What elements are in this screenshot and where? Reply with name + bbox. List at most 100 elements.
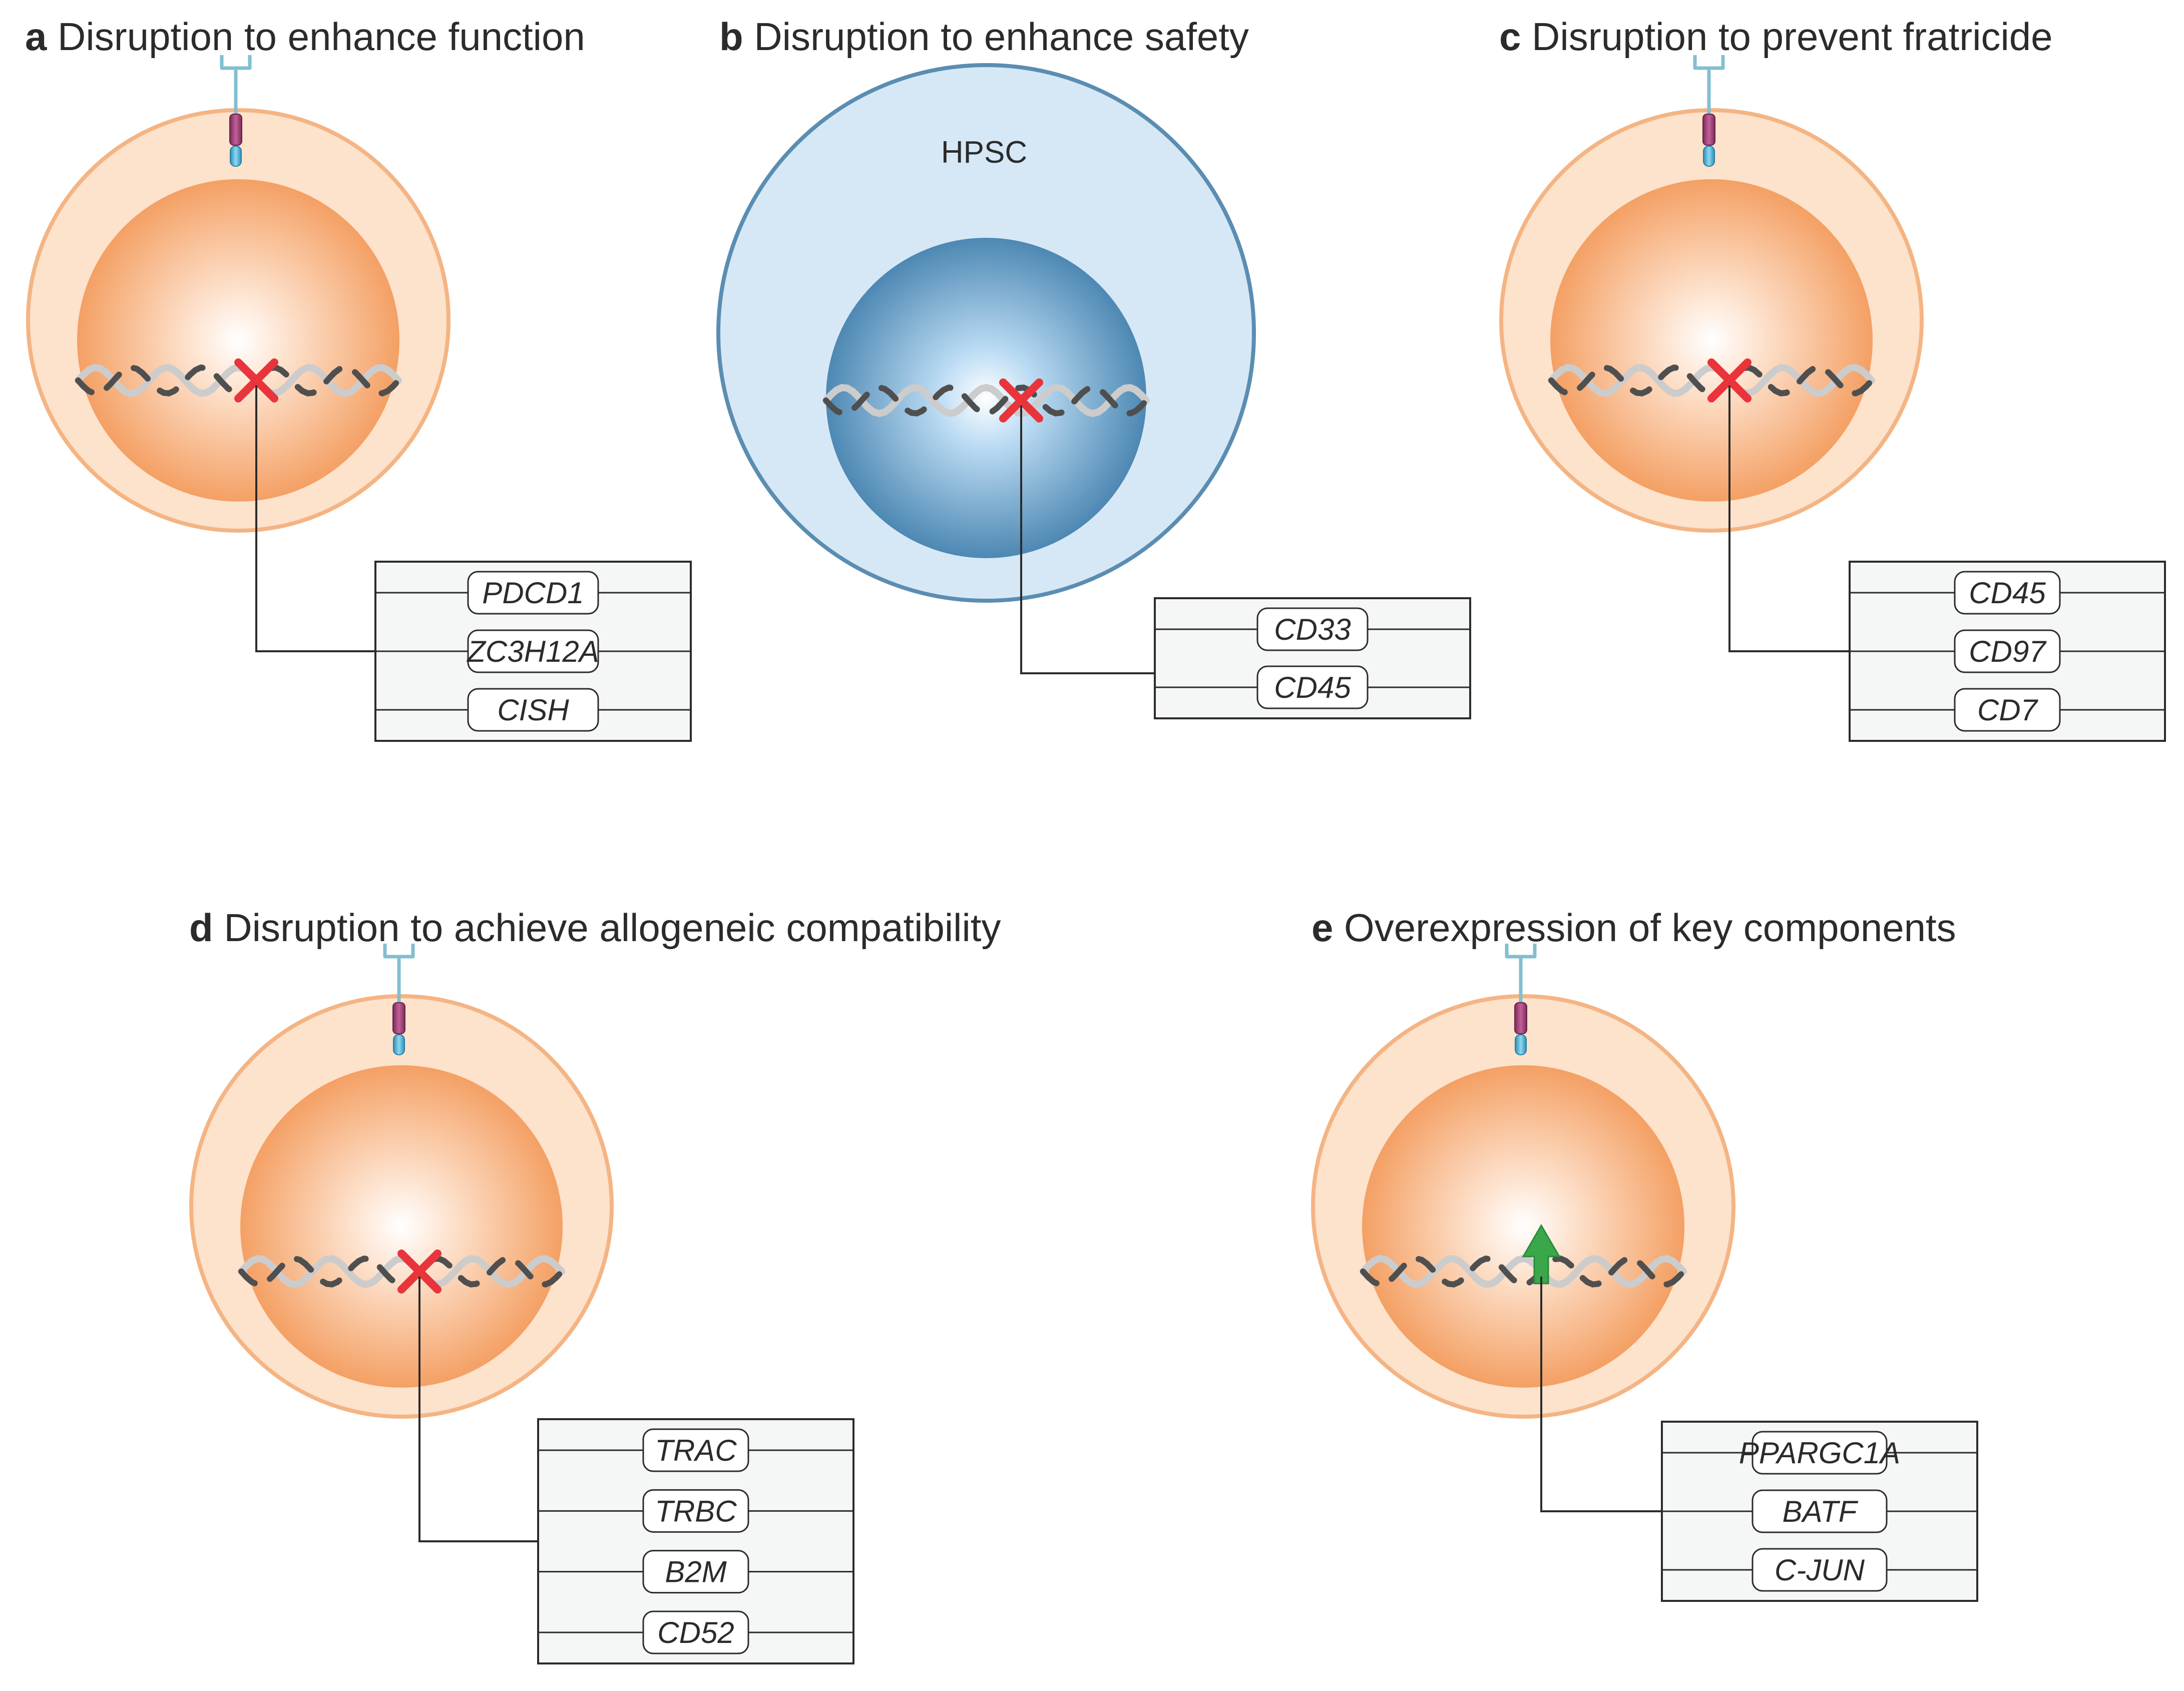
panel-letter: d xyxy=(189,906,213,950)
gene-label: CD7 xyxy=(1977,693,2039,727)
connector-line xyxy=(255,385,375,652)
panel-c: c Disruption to prevent fratricideCD45CD… xyxy=(1499,15,2166,742)
gene-row: CD45 xyxy=(1850,571,2165,615)
dna-strand-dark xyxy=(238,1255,565,1288)
gene-row: CISH xyxy=(375,688,691,732)
gene-row: BATF xyxy=(1662,1489,1977,1533)
receptor-body xyxy=(229,114,242,146)
receptor-icon xyxy=(1505,944,1537,1055)
gene-list-box: TRAC TRBC B2M CD52 xyxy=(537,1418,854,1664)
gene-pill xyxy=(467,688,599,732)
panel-title-text: Disruption to enhance safety xyxy=(743,15,1249,59)
gene-row: CD7 xyxy=(1850,688,2165,732)
gene-row: TRBC xyxy=(538,1489,853,1533)
gene-label: CD33 xyxy=(1274,613,1351,646)
gene-pill xyxy=(467,629,599,673)
disruption-cross-icon xyxy=(999,378,1043,422)
disruption-cross-icon xyxy=(397,1249,442,1294)
dna-strand-dark xyxy=(823,384,1149,417)
panel-b: b Disruption to enhance safetyHPSCCD33CD… xyxy=(716,15,1471,719)
gene-row: CD33 xyxy=(1155,607,1470,651)
cell-nucleus xyxy=(240,1065,563,1388)
cell-nucleus xyxy=(826,238,1146,558)
gene-pill xyxy=(642,1489,749,1533)
gene-pill xyxy=(1256,607,1369,651)
gene-label: CD97 xyxy=(1969,635,2047,668)
gene-pill xyxy=(1752,1548,1888,1592)
gene-pill xyxy=(1954,571,2061,615)
gene-row: PPARGC1A xyxy=(1662,1431,1977,1475)
panel-letter: b xyxy=(719,15,743,59)
dna-strand-light xyxy=(822,383,1150,417)
cross-stroke-2 xyxy=(999,378,1043,422)
gene-label: BATF xyxy=(1783,1495,1859,1528)
gene-label: CD45 xyxy=(1274,671,1351,704)
cell-type-label: HPSC xyxy=(941,135,1027,170)
disruption-cross-icon xyxy=(1707,358,1752,402)
panel-title: e Overexpression of key components xyxy=(1312,906,1956,950)
gene-pill xyxy=(467,571,599,615)
gene-pill xyxy=(1752,1489,1888,1533)
gene-label: TRAC xyxy=(655,1434,737,1467)
receptor-base xyxy=(1703,146,1715,167)
gene-row: CD52 xyxy=(538,1610,853,1654)
cross-stroke-2 xyxy=(234,358,278,402)
panel-title: c Disruption to prevent fratricide xyxy=(1499,15,2053,59)
cross-stroke-2 xyxy=(397,1249,442,1294)
gene-row: PDCD1 xyxy=(375,571,691,615)
cross-stroke-2 xyxy=(1707,358,1752,402)
gene-row: CD97 xyxy=(1850,629,2165,673)
panel-title-text: Disruption to enhance function xyxy=(47,15,585,59)
panel-title: d Disruption to achieve allogeneic compa… xyxy=(189,906,1001,950)
receptor-base xyxy=(1515,1034,1527,1055)
gene-pill xyxy=(1752,1431,1888,1475)
gene-pill xyxy=(1954,629,2061,673)
receptor-body xyxy=(392,1002,405,1034)
gene-pill xyxy=(642,1428,749,1472)
cell-nucleus xyxy=(1362,1065,1684,1388)
dna-helix xyxy=(822,383,1150,417)
gene-label: PPARGC1A xyxy=(1739,1436,1900,1470)
gene-row: C-JUN xyxy=(1662,1548,1977,1592)
receptor-body xyxy=(1702,114,1715,146)
panel-title: b Disruption to enhance safety xyxy=(719,15,1249,59)
panel-a: a Disruption to enhance functionPDCD1ZC3… xyxy=(25,15,692,742)
gene-pill xyxy=(1256,665,1369,709)
receptor-base xyxy=(393,1034,405,1055)
receptor-body xyxy=(1514,1002,1527,1034)
gene-label: B2M xyxy=(665,1555,726,1589)
gene-pill xyxy=(642,1610,749,1654)
panel-title-text: Disruption to achieve allogeneic compati… xyxy=(213,906,1001,950)
connector-line xyxy=(1728,385,1850,652)
receptor-base xyxy=(230,146,242,167)
receptor-icon xyxy=(220,55,252,167)
gene-pill xyxy=(1954,688,2061,732)
panel-d: d Disruption to achieve allogeneic compa… xyxy=(189,906,1001,1664)
gene-label: PDCD1 xyxy=(482,576,584,610)
dna-strand-light xyxy=(1360,1254,1687,1289)
panel-letter: c xyxy=(1499,15,1521,59)
gene-row: CD45 xyxy=(1155,665,1470,709)
cell-nucleus xyxy=(77,179,399,502)
panel-title: a Disruption to enhance function xyxy=(25,15,585,59)
gene-label: ZC3H12A xyxy=(466,635,599,668)
panel-title-text: Overexpression of key components xyxy=(1333,906,1956,950)
gene-label: CD52 xyxy=(657,1616,734,1649)
gene-row: B2M xyxy=(538,1550,853,1594)
panel-e: e Overexpression of key componentsPPARGC… xyxy=(1311,906,1978,1602)
gene-list-box: PPARGC1A BATF C-JUN xyxy=(1661,1421,1978,1602)
gene-pill xyxy=(642,1550,749,1594)
panel-letter: e xyxy=(1312,906,1333,950)
panel-title-text: Disruption to prevent fratricide xyxy=(1521,15,2052,59)
dna-strand-dark xyxy=(75,364,401,397)
connector-line xyxy=(1540,1277,1662,1512)
dna-strand-dark xyxy=(1548,364,1875,397)
receptor-icon xyxy=(1693,55,1725,167)
disruption-cross-icon xyxy=(234,358,278,402)
dna-helix xyxy=(1360,1254,1687,1289)
